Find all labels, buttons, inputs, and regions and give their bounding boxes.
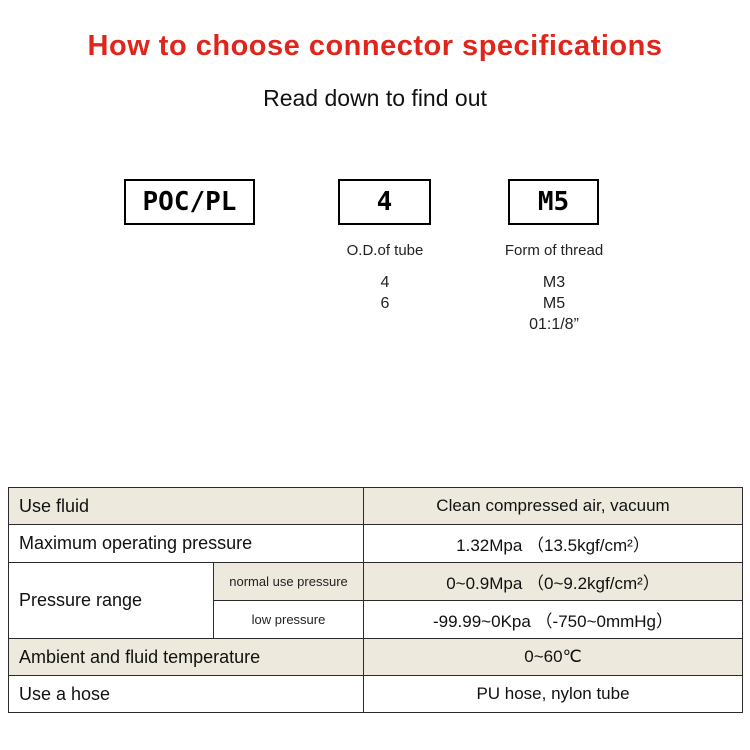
thread-box: M5 [508, 179, 599, 225]
thread-option: 01:1/8” [529, 316, 579, 333]
table-row-max-pressure: Maximum operating pressure 1.32Mpa （13.5… [8, 524, 743, 563]
row-label: Use fluid [8, 487, 364, 525]
row-value: 0~60℃ [363, 638, 743, 676]
table-row-pressure-range-normal: Pressure range normal use pressure 0~0.9… [8, 562, 743, 639]
thread-label: M5 [537, 187, 570, 217]
row-value: PU hose, nylon tube [363, 675, 743, 713]
row-label: Use a hose [8, 675, 364, 713]
table-row-pressure-range-low: low pressure -99.99~0Kpa （-750~0mmHg） [9, 600, 743, 639]
table-row-temperature: Ambient and fluid temperature 0~60℃ [8, 638, 743, 676]
table-row-use-fluid: Use fluid Clean compressed air, vacuum [8, 487, 743, 525]
thread-option: M3 [542, 274, 566, 291]
sub-row-label: normal use pressure [213, 562, 364, 601]
thread-option: M5 [542, 295, 566, 312]
row-label: Pressure range [8, 562, 214, 639]
spec-table: Use fluid Clean compressed air, vacuum M… [8, 487, 743, 713]
tube-size-label: 4 [376, 187, 393, 217]
sub-row-value: 0~0.9Mpa （0~9.2kgf/cm²） [363, 562, 743, 601]
table-row-hose: Use a hose PU hose, nylon tube [8, 675, 743, 713]
row-label: Maximum operating pressure [8, 524, 364, 563]
model-code-label: POC/PL [142, 187, 237, 217]
sub-row-value: -99.99~0Kpa （-750~0mmHg） [363, 600, 743, 639]
row-label: Ambient and fluid temperature [8, 638, 364, 676]
row-value: 1.32Mpa （13.5kgf/cm²） [363, 524, 743, 563]
model-code-box: POC/PL [124, 179, 255, 225]
tube-size-options: 4 6 [315, 272, 455, 314]
page-title: How to choose connector specifications [87, 30, 663, 62]
tube-option: 4 [380, 274, 390, 291]
thread-caption: Form of thread [504, 242, 604, 259]
tube-size-caption: O.D.of tube [346, 242, 424, 259]
row-value: Clean compressed air, vacuum [363, 487, 743, 525]
tube-option: 6 [380, 295, 390, 312]
page-subtitle: Read down to find out [263, 85, 487, 111]
thread-options: M3 M5 01:1/8” [484, 272, 624, 335]
tube-size-box: 4 [338, 179, 431, 225]
sub-row-label: low pressure [213, 600, 364, 639]
